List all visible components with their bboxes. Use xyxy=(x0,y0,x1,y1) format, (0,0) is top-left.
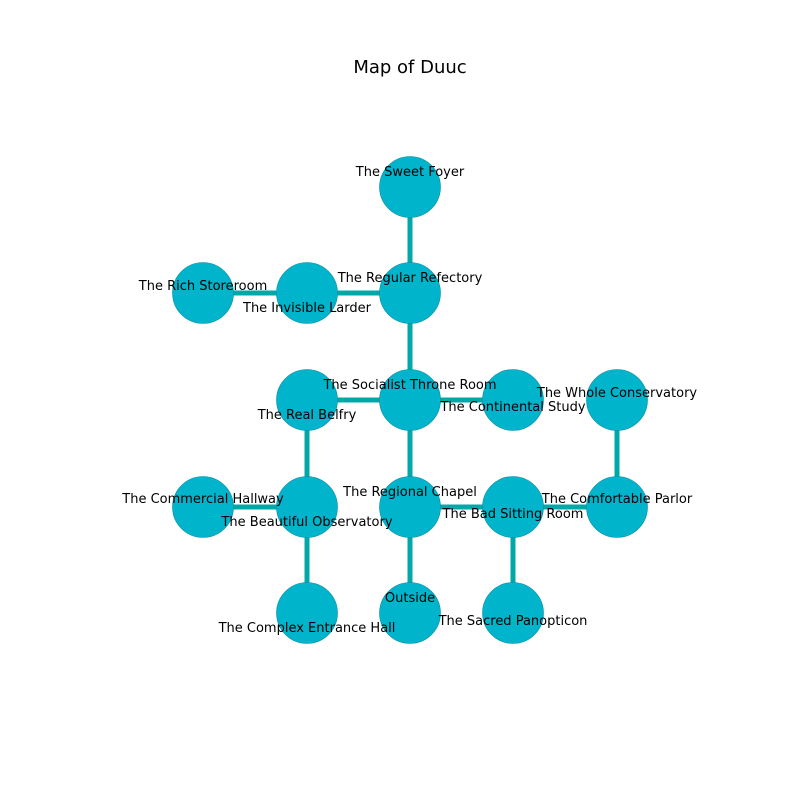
room-node-sacred-panopticon xyxy=(482,582,544,644)
room-node-continental-study xyxy=(482,369,544,431)
room-label-bad-sitting-room: The Bad Sitting Room xyxy=(442,507,584,522)
room-label-comfortable-parlor: The Comfortable Parlor xyxy=(541,492,693,507)
room-label-complex-entrance-hall: The Complex Entrance Hall xyxy=(218,621,396,636)
room-node-outside xyxy=(379,582,441,644)
room-label-socialist-throne-room: The Socialist Throne Room xyxy=(322,378,496,393)
room-node-bad-sitting-room xyxy=(482,476,544,538)
room-label-whole-conservatory: The Whole Conservatory xyxy=(536,386,698,401)
room-node-comfortable-parlor xyxy=(586,476,648,538)
room-label-real-belfry: The Real Belfry xyxy=(257,408,357,423)
room-label-regional-chapel: The Regional Chapel xyxy=(342,485,477,500)
room-label-rich-storeroom: The Rich Storeroom xyxy=(138,279,267,294)
room-label-regular-refectory: The Regular Refectory xyxy=(337,271,483,286)
map-title: Map of Duuc xyxy=(353,57,466,78)
room-node-regional-chapel xyxy=(379,476,441,538)
room-node-invisible-larder xyxy=(276,262,338,324)
room-node-complex-entrance-hall xyxy=(276,582,338,644)
room-label-continental-study: The Continental Study xyxy=(439,400,585,415)
room-node-rich-storeroom xyxy=(172,262,234,324)
room-node-socialist-throne-room xyxy=(379,369,441,431)
rooms xyxy=(172,156,648,644)
room-node-whole-conservatory xyxy=(586,369,648,431)
room-node-real-belfry xyxy=(276,369,338,431)
room-label-sweet-foyer: The Sweet Foyer xyxy=(355,165,465,180)
room-node-beautiful-observatory xyxy=(276,476,338,538)
room-node-sweet-foyer xyxy=(379,156,441,218)
room-node-regular-refectory xyxy=(379,262,441,324)
room-node-commercial-hallway xyxy=(172,476,234,538)
room-label-outside: Outside xyxy=(385,591,435,606)
room-label-sacred-panopticon: The Sacred Panopticon xyxy=(438,614,588,629)
room-label-beautiful-observatory: The Beautiful Observatory xyxy=(220,515,392,530)
room-label-invisible-larder: The Invisible Larder xyxy=(242,301,372,316)
room-label-commercial-hallway: The Commercial Hallway xyxy=(121,492,284,507)
